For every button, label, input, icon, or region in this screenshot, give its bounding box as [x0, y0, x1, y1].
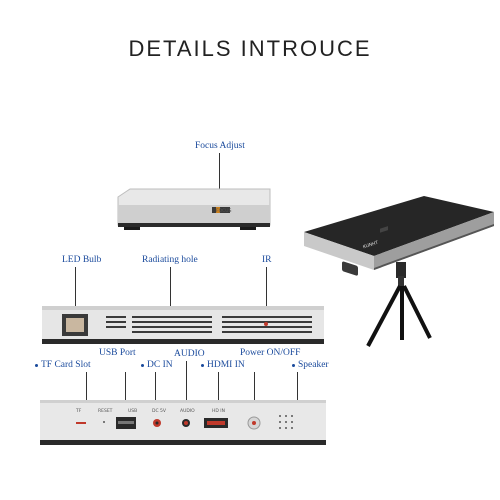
- vent-3: [106, 326, 126, 328]
- projector-port: [380, 226, 388, 233]
- reset-port-label: RESET: [98, 409, 113, 414]
- hdmi-in-leader-line: [218, 372, 219, 412]
- speaker-label: Speaker: [298, 360, 329, 370]
- vent-9: [222, 321, 312, 323]
- projector-top-view-bottom-edge: [118, 223, 270, 227]
- focus-adjust-label: Focus Adjust: [195, 141, 245, 151]
- focus-wheel: [212, 207, 230, 213]
- tf-slot: [76, 422, 86, 424]
- led-bulb-label: LED Bulb: [62, 255, 102, 265]
- audio-port-label: AUDIO: [180, 409, 195, 414]
- back-panel-bottom: [40, 440, 326, 445]
- speaker-dot: [292, 364, 295, 367]
- projector-back-panel-image: [40, 400, 326, 445]
- speaker-hole-1: [279, 415, 281, 417]
- hdmi-in-label: HDMI IN: [207, 360, 245, 370]
- speaker-leader-line: [297, 372, 298, 412]
- tripod-leg-left: [366, 285, 402, 347]
- vent-8: [222, 316, 312, 318]
- ir-label: IR: [262, 255, 272, 265]
- vent-5: [132, 321, 212, 323]
- audio-port-ring: [184, 421, 188, 425]
- dc-port-pin: [155, 421, 159, 425]
- ir-leader-line: [266, 267, 267, 319]
- speaker-hole-3: [291, 415, 293, 417]
- usb-port-tongue: [118, 421, 134, 424]
- usb-port-label: USB Port: [99, 348, 136, 358]
- projector-front-face: [304, 232, 374, 270]
- focus-port-label: FOCUS: [216, 209, 232, 214]
- speaker-hole-9: [291, 427, 293, 429]
- radiating-hole-label: Radiating hole: [142, 255, 198, 265]
- usb-port-leader-line: [125, 372, 126, 412]
- speaker-hole-2: [285, 415, 287, 417]
- vent-4: [132, 316, 212, 318]
- tripod-column: [398, 276, 404, 286]
- led-lens-glass: [66, 318, 84, 332]
- projector-side-face-trim: [374, 224, 494, 270]
- projector-front-view-top: [42, 306, 324, 312]
- vent-1: [106, 316, 126, 318]
- dc-in-label: DC IN: [147, 360, 173, 370]
- power-leader-line: [254, 372, 255, 412]
- vent-6: [132, 326, 212, 328]
- tripod-head: [396, 262, 406, 278]
- reset-hole: [103, 421, 105, 423]
- speaker-hole-7: [279, 427, 281, 429]
- hdmi-port-label: HD IN: [212, 409, 225, 414]
- tf-port-label: TF: [76, 409, 82, 414]
- projector-front-view-face: [42, 310, 324, 340]
- led-bulb-leader-line: [75, 267, 76, 313]
- power-button-center: [252, 421, 256, 425]
- projector-lens: [342, 261, 358, 276]
- hdmi-in-dot: [201, 364, 204, 367]
- back-panel-top: [40, 400, 326, 404]
- vent-2: [106, 321, 126, 323]
- page-title: DETAILS INTROUCE: [128, 36, 372, 61]
- ir-sensor: [264, 322, 268, 326]
- tf-card-slot-leader-line: [86, 372, 87, 416]
- vent-11: [222, 331, 312, 333]
- radiating-hole-vents: [106, 316, 312, 333]
- projector-side-face: [374, 212, 494, 270]
- power-label: Power ON/OFF: [240, 348, 301, 358]
- tf-card-slot-label: TF Card Slot: [41, 360, 91, 370]
- projector-on-tripod-image: [304, 196, 494, 347]
- vent-10: [222, 326, 312, 328]
- speaker-hole-8: [285, 427, 287, 429]
- projector-lid: [304, 196, 494, 256]
- projector-top-view-foot-left: [124, 227, 140, 230]
- usb-port-label-small: USB: [128, 409, 138, 414]
- focus-wheel-accent: [216, 207, 220, 213]
- tripod-leg-right: [402, 285, 432, 339]
- dc-in-dot: [141, 364, 144, 367]
- dc-in-leader-line: [155, 372, 156, 416]
- tripod: [366, 262, 432, 347]
- projector-top-view-front: [118, 205, 270, 225]
- hdmi-port-inner: [207, 421, 225, 425]
- projector-top-view-image: [117, 188, 271, 230]
- projector-front-view-bottom: [42, 339, 324, 344]
- projector-top-view-foot-right: [240, 227, 256, 230]
- vent-7: [132, 331, 212, 333]
- audio-leader-line: [186, 361, 187, 413]
- radiating-hole-leader-line: [170, 267, 171, 321]
- dc-port-label: DC 5V: [152, 409, 166, 414]
- focus-adjust-leader-line: [219, 153, 220, 203]
- tf-card-slot-dot: [35, 364, 38, 367]
- projector-front-view-image: [42, 306, 324, 344]
- speaker-hole-5: [285, 421, 287, 423]
- speaker-grille: [279, 415, 293, 429]
- audio-label: AUDIO: [174, 349, 205, 359]
- speaker-hole-6: [291, 421, 293, 423]
- speaker-hole-4: [279, 421, 281, 423]
